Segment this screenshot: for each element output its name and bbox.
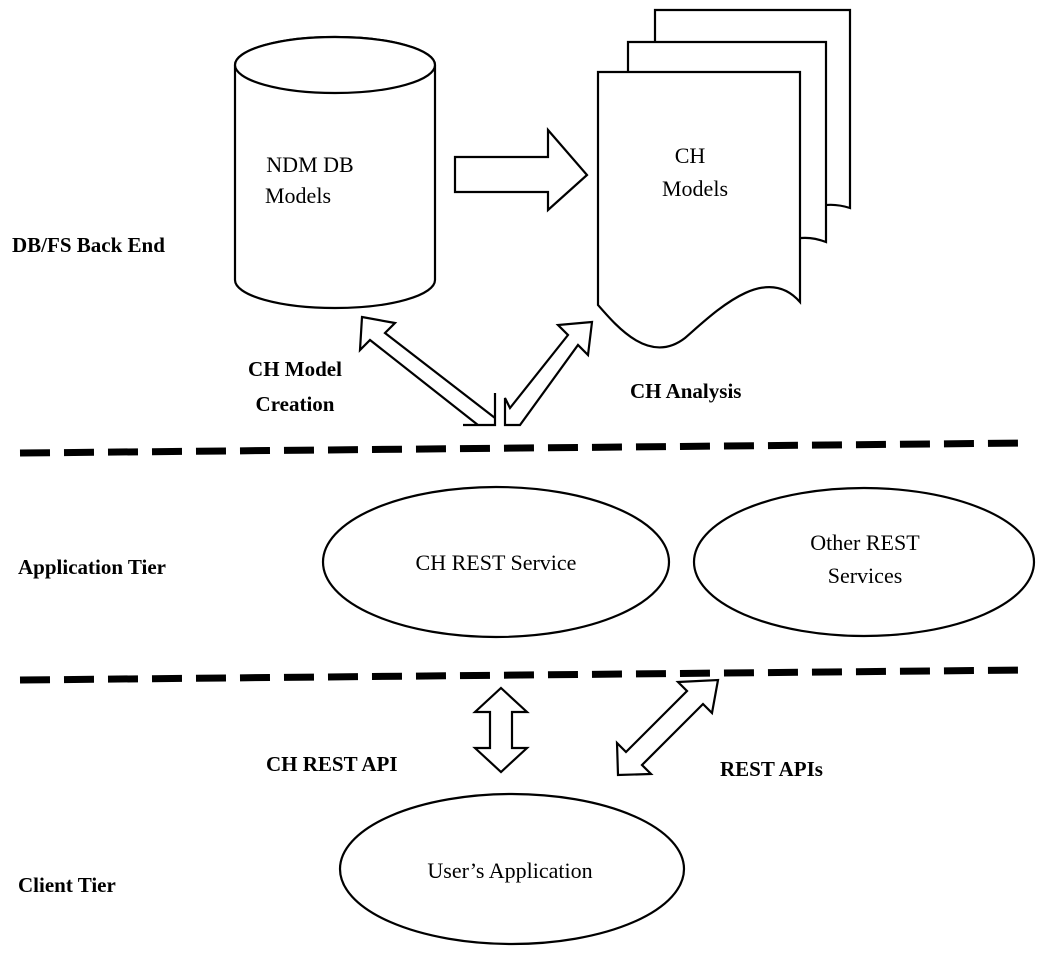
ch-model-creation-label-line2: Creation (256, 392, 335, 416)
other-rest-services-node: Other REST Services (692, 486, 1036, 638)
tier-label-application: Application Tier (18, 555, 166, 579)
ndm-to-ch-arrow (453, 127, 589, 213)
tier-separator-bottom (19, 666, 1031, 684)
users-application-label: User’s Application (427, 858, 592, 883)
ch-rest-service-node: CH REST Service (321, 485, 671, 639)
rest-apis-label: REST APIs (720, 757, 823, 781)
ndm-db-label-line2: Models (265, 183, 331, 208)
other-rest-label-line1: Other REST (810, 530, 920, 555)
ch-rest-service-label: CH REST Service (416, 550, 577, 575)
ch-models-document-stack: CH Models (596, 8, 852, 349)
tier-label-client: Client Tier (18, 873, 116, 897)
ch-models-label-line1: CH (675, 143, 706, 168)
ch-models-label-line2: Models (662, 176, 728, 201)
ndm-db-models-cylinder: NDM DB Models (233, 35, 437, 310)
tier-separator-top (19, 439, 1031, 457)
other-rest-label-line2: Services (828, 563, 903, 588)
ch-rest-api-label: CH REST API (266, 752, 398, 776)
ndm-db-label-line1: NDM DB (266, 152, 353, 177)
rest-apis-arrow (615, 678, 720, 777)
tier-label-backend: DB/FS Back End (12, 233, 165, 257)
ch-analysis-label: CH Analysis (630, 379, 741, 403)
ch-model-creation-arrow (358, 315, 497, 427)
ch-analysis-arrow (503, 320, 594, 427)
ch-model-creation-label-line1: CH Model (248, 357, 342, 381)
users-application-node: User’s Application (338, 792, 686, 946)
ch-rest-api-arrow (472, 686, 530, 774)
